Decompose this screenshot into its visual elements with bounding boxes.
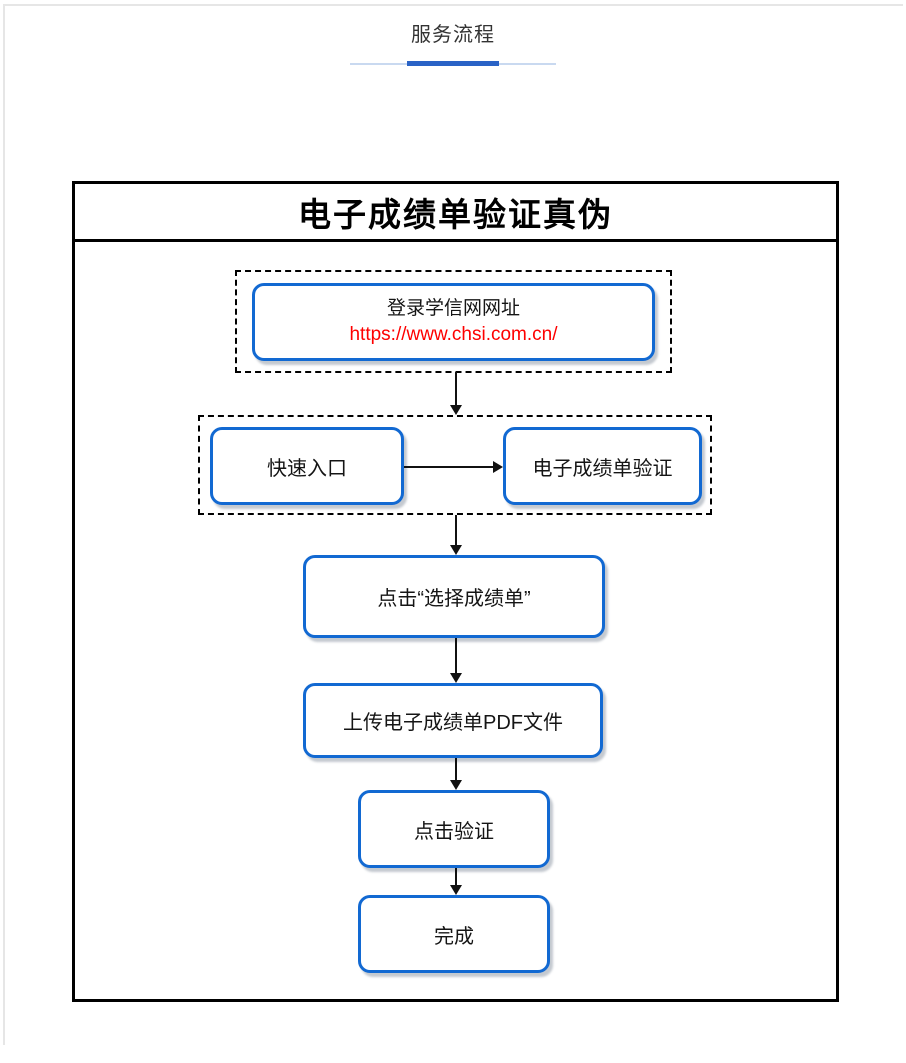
arrow-shaft	[454, 372, 457, 406]
arrow-head-down-icon	[449, 780, 462, 790]
flow-node-done: 完成	[358, 895, 550, 973]
arrow-shaft	[454, 868, 457, 886]
flow-node-select-transcript-label: 点击“选择成绩单”	[377, 588, 531, 610]
down-arrow-connector-1	[449, 372, 462, 415]
section-title: 服务流程	[411, 24, 495, 46]
flow-node-verify-entry-label: 电子成绩单验证	[532, 457, 673, 480]
down-arrow-connector-5	[449, 868, 462, 895]
flow-node-click-verify-label: 点击验证	[414, 820, 494, 843]
flow-node-upload-pdf-label: 上传电子成绩单PDF文件	[343, 712, 563, 734]
arrow-shaft	[454, 515, 457, 546]
arrow-shaft	[454, 758, 457, 781]
flow-node-click-verify: 点击验证	[358, 790, 550, 868]
arrow-head-down-icon	[449, 405, 462, 415]
arrow-shaft	[404, 465, 494, 468]
down-arrow-connector-3	[449, 638, 462, 683]
right-arrow-connector	[404, 460, 503, 473]
flow-node-login: 登录学信网网址 https://www.chsi.com.cn/	[252, 282, 655, 361]
flow-node-login-url: https://www.chsi.com.cn/	[349, 323, 558, 345]
arrow-shaft	[454, 638, 457, 674]
section-header: 服务流程	[0, 18, 906, 67]
flow-group-login: 登录学信网网址 https://www.chsi.com.cn/	[235, 270, 672, 373]
flowchart-canvas: 登录学信网网址 https://www.chsi.com.cn/ 快速入口 电子…	[75, 242, 836, 994]
flow-node-login-label: 登录学信网网址	[386, 297, 520, 319]
flow-group-entry: 快速入口 电子成绩单验证	[198, 415, 712, 515]
flow-node-quick-entry: 快速入口	[210, 427, 404, 505]
flow-node-select-transcript: 点击“选择成绩单”	[303, 555, 605, 638]
flow-node-done-label: 完成	[434, 925, 474, 948]
arrow-head-down-icon	[449, 673, 462, 683]
arrow-head-down-icon	[449, 885, 462, 895]
flowchart-title: 电子成绩单验证真伪	[75, 184, 836, 242]
arrow-head-right-icon	[493, 460, 503, 473]
flow-node-quick-entry-label: 快速入口	[267, 457, 347, 480]
flowchart-panel: 电子成绩单验证真伪 登录学信网网址 https://www.chsi.com.c…	[72, 181, 839, 1002]
flow-node-verify-entry: 电子成绩单验证	[503, 427, 702, 505]
down-arrow-connector-2	[449, 515, 462, 555]
section-title-underline	[350, 61, 556, 67]
flow-node-upload-pdf: 上传电子成绩单PDF文件	[303, 683, 603, 758]
underline-accent-bar	[407, 61, 499, 66]
arrow-head-down-icon	[449, 545, 462, 555]
down-arrow-connector-4	[449, 758, 462, 790]
